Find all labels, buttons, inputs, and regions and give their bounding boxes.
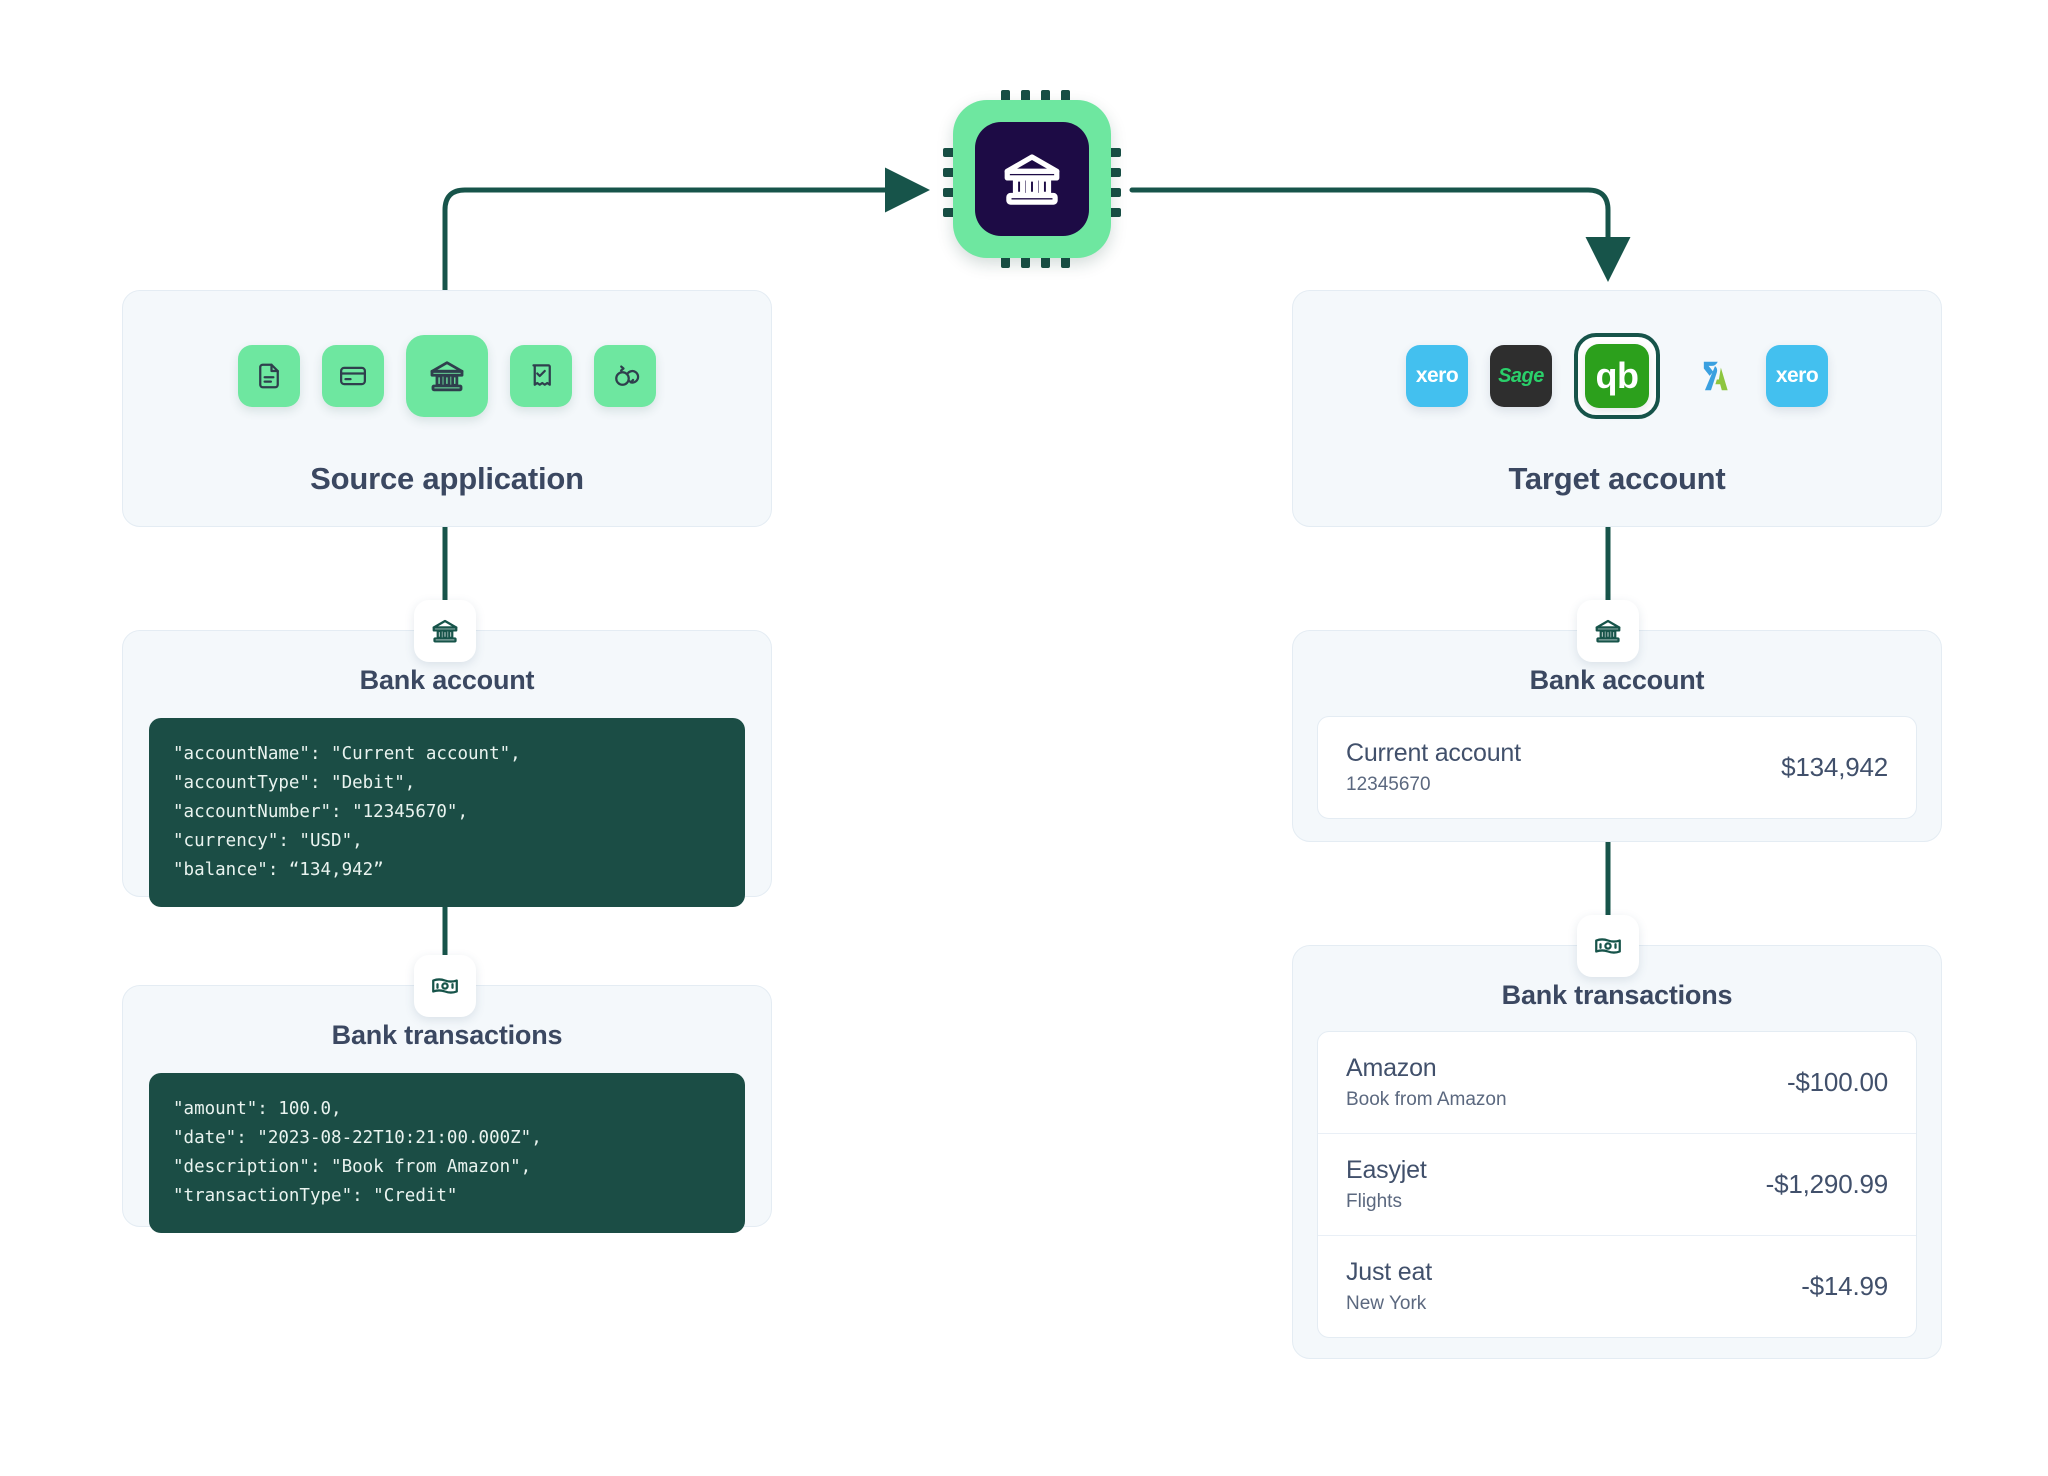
transaction-description: New York (1346, 1293, 1427, 1314)
xero-logo-label: xero (1415, 364, 1459, 387)
target-account-list: Current account 12345670 $134,942 (1317, 716, 1917, 819)
target-bank-account-title: Bank account (1529, 665, 1705, 695)
target-bank-transactions-card: Bank transactions Amazon Book from Amazo… (1292, 945, 1942, 1359)
transaction-amount: -$100.00 (1786, 1067, 1888, 1097)
source-bank-transactions-card: Bank transactions "amount": 100.0, "date… (122, 985, 772, 1233)
document-icon[interactable] (238, 345, 300, 407)
transaction-amount: -$1,290.99 (1765, 1169, 1889, 1199)
table-row[interactable]: Just eat New York -$14.99 (1318, 1235, 1916, 1337)
sage-logo-label: Sage (1498, 364, 1544, 387)
source-bank-account-code: "accountName": "Current account", "accou… (149, 718, 745, 907)
source-bank-account-card: Bank account "accountName": "Current acc… (122, 630, 772, 907)
receipt-check-icon[interactable] (510, 345, 572, 407)
sage-logo[interactable]: Sage (1490, 345, 1552, 407)
account-name: Current account (1346, 739, 1521, 767)
source-panel-title: Source application (310, 461, 584, 496)
target-bank-transactions-title: Bank transactions (1501, 980, 1733, 1010)
target-account-panel: xero Sage qb xero Target account (1292, 290, 1942, 527)
source-icon-row (123, 317, 771, 435)
credit-card-icon[interactable] (322, 345, 384, 407)
quickbooks-logo-label: qb (1595, 355, 1639, 396)
table-row[interactable]: Easyjet Flights -$1,290.99 (1318, 1133, 1916, 1235)
bank-chip-icon (943, 90, 1121, 268)
bank-transactions-badge-icon (414, 955, 476, 1017)
quickbooks-logo[interactable]: qb (1574, 333, 1660, 419)
source-bank-transactions-title: Bank transactions (331, 1020, 563, 1050)
source-bank-transactions-code: "amount": 100.0, "date": "2023-08-22T10:… (149, 1073, 745, 1233)
account-number: 12345670 (1346, 774, 1431, 795)
bank-transactions-badge-icon (1577, 915, 1639, 977)
bank-glyph-icon (975, 122, 1089, 236)
sync-arrows-icon[interactable] (594, 345, 656, 407)
account-row[interactable]: Current account 12345670 $134,942 (1318, 717, 1916, 818)
bank-icon[interactable] (406, 335, 488, 417)
xero-logo[interactable]: xero (1406, 345, 1468, 407)
transaction-merchant: Easyjet (1346, 1156, 1427, 1184)
source-bank-account-title: Bank account (359, 665, 535, 695)
target-panel-title: Target account (1508, 461, 1726, 496)
target-transactions-list: Amazon Book from Amazon -$100.00 Easyjet… (1317, 1031, 1917, 1338)
bank-account-badge-icon (1577, 600, 1639, 662)
quickbooks-logo-tile: qb (1585, 344, 1649, 408)
bank-account-badge-icon (414, 600, 476, 662)
target-logo-row: xero Sage qb xero (1293, 317, 1941, 435)
source-application-panel: Source application (122, 290, 772, 527)
transaction-description: Flights (1346, 1191, 1402, 1212)
account-balance: $134,942 (1781, 752, 1888, 782)
xero-logo-label: xero (1775, 364, 1819, 387)
freeagent-logo[interactable] (1682, 345, 1744, 407)
transaction-merchant: Just eat (1346, 1258, 1432, 1286)
target-bank-account-card: Bank account Current account 12345670 $1… (1292, 630, 1942, 842)
transaction-description: Book from Amazon (1346, 1089, 1507, 1110)
transaction-merchant: Amazon (1346, 1054, 1437, 1082)
transaction-amount: -$14.99 (1801, 1271, 1888, 1301)
xero-logo[interactable]: xero (1766, 345, 1828, 407)
table-row[interactable]: Amazon Book from Amazon -$100.00 (1318, 1032, 1916, 1133)
